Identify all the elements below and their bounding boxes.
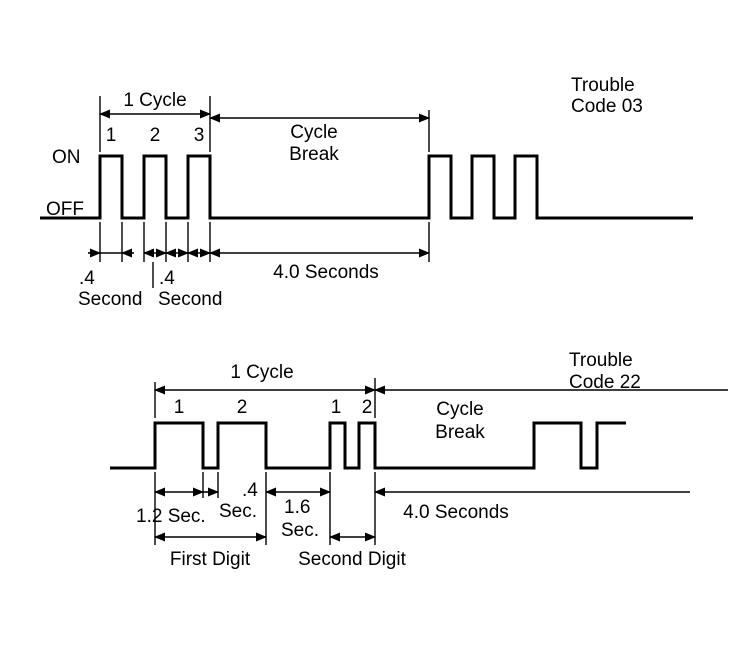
code-22-second-pulse-1: 1 (331, 397, 342, 418)
code-22-second-pulse-2: 2 (362, 397, 373, 418)
code-22-dur-off-line2: Sec. (219, 501, 257, 522)
first-digit-label: First Digit (170, 549, 251, 570)
code-03-waveform (40, 154, 693, 220)
code-03-pulse-1: 1 (106, 125, 117, 146)
on-label: ON (52, 147, 81, 168)
code-22-break-duration: 4.0 Seconds (403, 502, 509, 523)
code-22-dur-off-line1: .4 (242, 480, 258, 501)
code-03-trouble-line1: Trouble (571, 75, 635, 96)
code-03-cycle-label: 1 Cycle (123, 90, 186, 111)
code-03-trouble-line2: Code 03 (571, 96, 643, 117)
code-22-waveform (110, 421, 626, 470)
code-22-trouble-line2: Code 22 (569, 372, 641, 393)
code-22-dur-gap-line2: Sec. (281, 520, 319, 541)
code-22-diagram: 1 Cycle 1 2 1 2 Cycle Break Trouble Code… (110, 350, 728, 570)
code-03-cycle-break-line1: Cycle (290, 122, 338, 143)
code-22-trouble-line1: Trouble (569, 350, 633, 371)
code-03-dur-a-line2: Second (78, 289, 142, 310)
code-03-diagram: 1 Cycle 1 2 3 ON OFF Cycle Break Trouble… (40, 75, 693, 310)
code-03-break-duration: 4.0 Seconds (273, 262, 379, 283)
code-22-dur-gap-line1: 1.6 (284, 497, 310, 518)
code-03-dur-b-line1: .4 (159, 268, 175, 289)
off-label: OFF (46, 199, 84, 220)
code-03-dur-a-line1: .4 (79, 268, 95, 289)
code-22-cycle-break-line2: Break (435, 422, 485, 443)
code-03-pulse-2: 2 (150, 125, 161, 146)
code-03-pulse-3: 3 (194, 125, 205, 146)
second-digit-label: Second Digit (298, 549, 406, 570)
code-03-cycle-break-line2: Break (289, 144, 339, 165)
code-22-cycle-label: 1 Cycle (230, 362, 293, 383)
code-03-dur-b-line2: Second (158, 289, 222, 310)
code-22-first-pulse-1: 1 (174, 397, 185, 418)
code-22-cycle-break-line1: Cycle (436, 399, 484, 420)
code-22-first-pulse-2: 2 (237, 397, 248, 418)
code-22-dur-on: 1.2 Sec. (136, 506, 206, 527)
